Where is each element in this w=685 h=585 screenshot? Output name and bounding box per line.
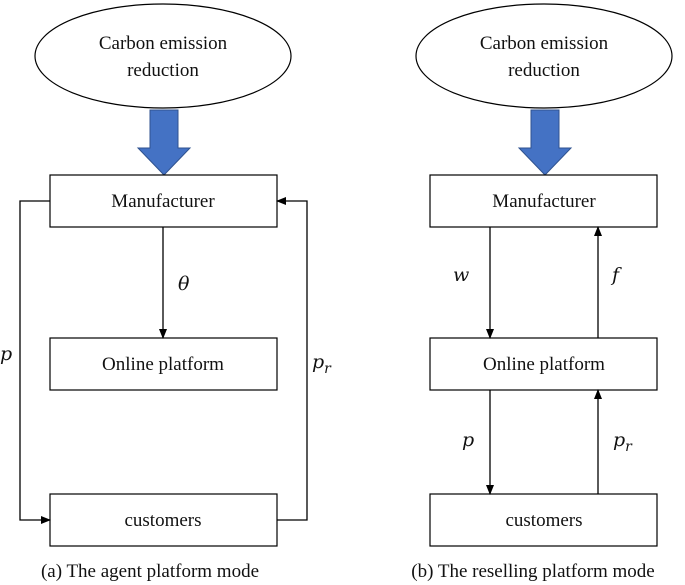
right-customers-label: customers — [505, 510, 582, 531]
right-customers-box — [429, 493, 658, 547]
right-p-label: p — [462, 429, 474, 451]
right-manufacturer-label: Manufacturer — [492, 191, 596, 212]
left-ellipse-line1: Carbon emission — [99, 33, 228, 54]
right-w-label: w — [453, 264, 469, 286]
left-carbon-ellipse — [34, 3, 292, 109]
left-customers-box — [49, 493, 278, 547]
right-caption: (b) The reselling platform mode — [411, 561, 654, 582]
left-pr-label: pr — [312, 351, 332, 377]
right-f-label: f — [610, 264, 622, 286]
left-p-label: p — [0, 343, 12, 365]
right-platform-box — [429, 337, 658, 391]
right-manufacturer-box — [429, 174, 658, 228]
left-caption: (a) The agent platform mode — [41, 561, 259, 582]
right-diagram: Carbon emission reduction Manufacturer O… — [411, 3, 673, 582]
right-ellipse-line1: Carbon emission — [480, 33, 609, 54]
right-ellipse-line2: reduction — [508, 60, 580, 81]
left-pr-arrow — [276, 197, 308, 521]
left-pr-base: p — [312, 351, 324, 373]
left-pr-sub: r — [324, 361, 332, 377]
left-ellipse-line2: reduction — [127, 60, 199, 81]
left-manufacturer-box — [49, 174, 278, 228]
left-platform-box — [49, 337, 278, 391]
right-carbon-ellipse — [415, 3, 673, 109]
right-pr-base: p — [613, 429, 625, 451]
left-manufacturer-label: Manufacturer — [111, 191, 215, 212]
left-customers-label: customers — [124, 510, 201, 531]
left-theta-label: θ — [178, 273, 190, 295]
right-pr-sub: r — [625, 439, 633, 455]
left-carbon-arrow — [136, 109, 192, 176]
left-p-arrow — [19, 200, 51, 524]
right-pr-label: pr — [613, 429, 633, 455]
right-carbon-arrow — [517, 109, 573, 176]
right-platform-label: Online platform — [483, 354, 605, 375]
left-platform-label: Online platform — [102, 354, 224, 375]
left-diagram: Carbon emission reduction Manufacturer O… — [0, 3, 332, 582]
